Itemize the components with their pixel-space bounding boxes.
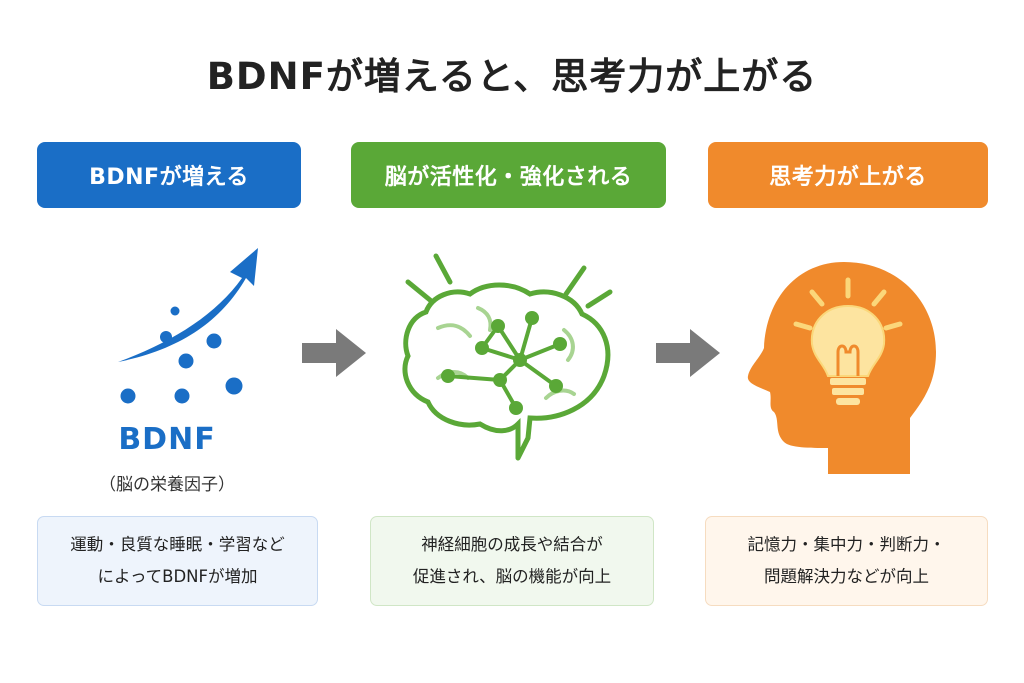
bdnf-sublabel: （脳の栄養因子） xyxy=(99,475,235,495)
note-brain-activation: 神経細胞の成長や結合が 促進され、脳の機能が向上 xyxy=(370,516,654,606)
step-header-thinking-improves: 思考力が上がる xyxy=(708,142,988,208)
note-line: 記憶力・集中力・判断力・ xyxy=(747,535,946,554)
right-arrow-icon xyxy=(302,329,366,377)
note-line: 神経細胞の成長や結合が xyxy=(421,535,603,554)
rising-arrow-with-dots-icon xyxy=(118,248,258,404)
note-line: 運動・良質な睡眠・学習など xyxy=(70,535,285,554)
right-arrow-icon xyxy=(656,329,720,377)
note-thinking-improves: 記憶力・集中力・判断力・ 問題解決力などが向上 xyxy=(705,516,988,606)
step-header-bdnf-increase: BDNFが増える xyxy=(37,142,301,208)
brain-network-icon xyxy=(402,253,613,461)
page-title: BDNFが増えると、思考力が上がる xyxy=(206,55,818,98)
head-lightbulb-icon xyxy=(747,262,936,474)
note-line: 問題解決力などが向上 xyxy=(764,567,929,586)
note-line: によってBDNFが増加 xyxy=(97,567,258,586)
note-bdnf-increase: 運動・良質な睡眠・学習など によってBDNFが増加 xyxy=(37,516,318,606)
bdnf-label: BDNF xyxy=(118,422,216,457)
step-header-brain-activation: 脳が活性化・強化される xyxy=(351,142,666,208)
note-line: 促進され、脳の機能が向上 xyxy=(412,567,612,586)
